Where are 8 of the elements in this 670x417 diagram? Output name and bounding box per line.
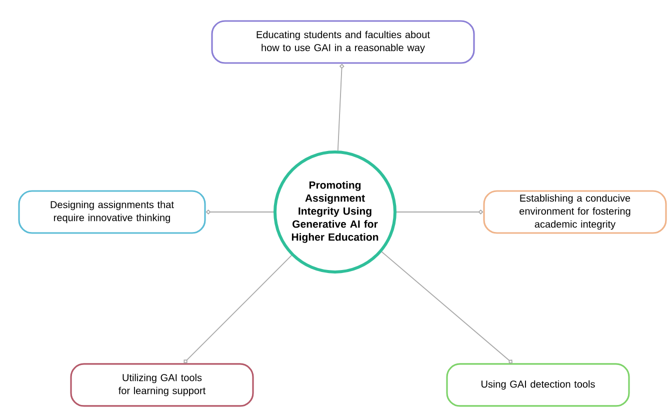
topic-box: Utilizing GAI tools for learning support xyxy=(70,363,254,407)
connector xyxy=(381,251,512,364)
topic-box: Using GAI detection tools xyxy=(446,363,630,407)
topic-box: Establishing a conducive environment for fostering academic integrity xyxy=(483,190,667,234)
connector xyxy=(337,64,344,151)
topic-box: Designing assignments that require innovative thinking xyxy=(18,190,206,234)
connector xyxy=(184,255,292,364)
topic-box: Educating students and faculties about how to use GAI in a reasonable way xyxy=(211,20,475,64)
